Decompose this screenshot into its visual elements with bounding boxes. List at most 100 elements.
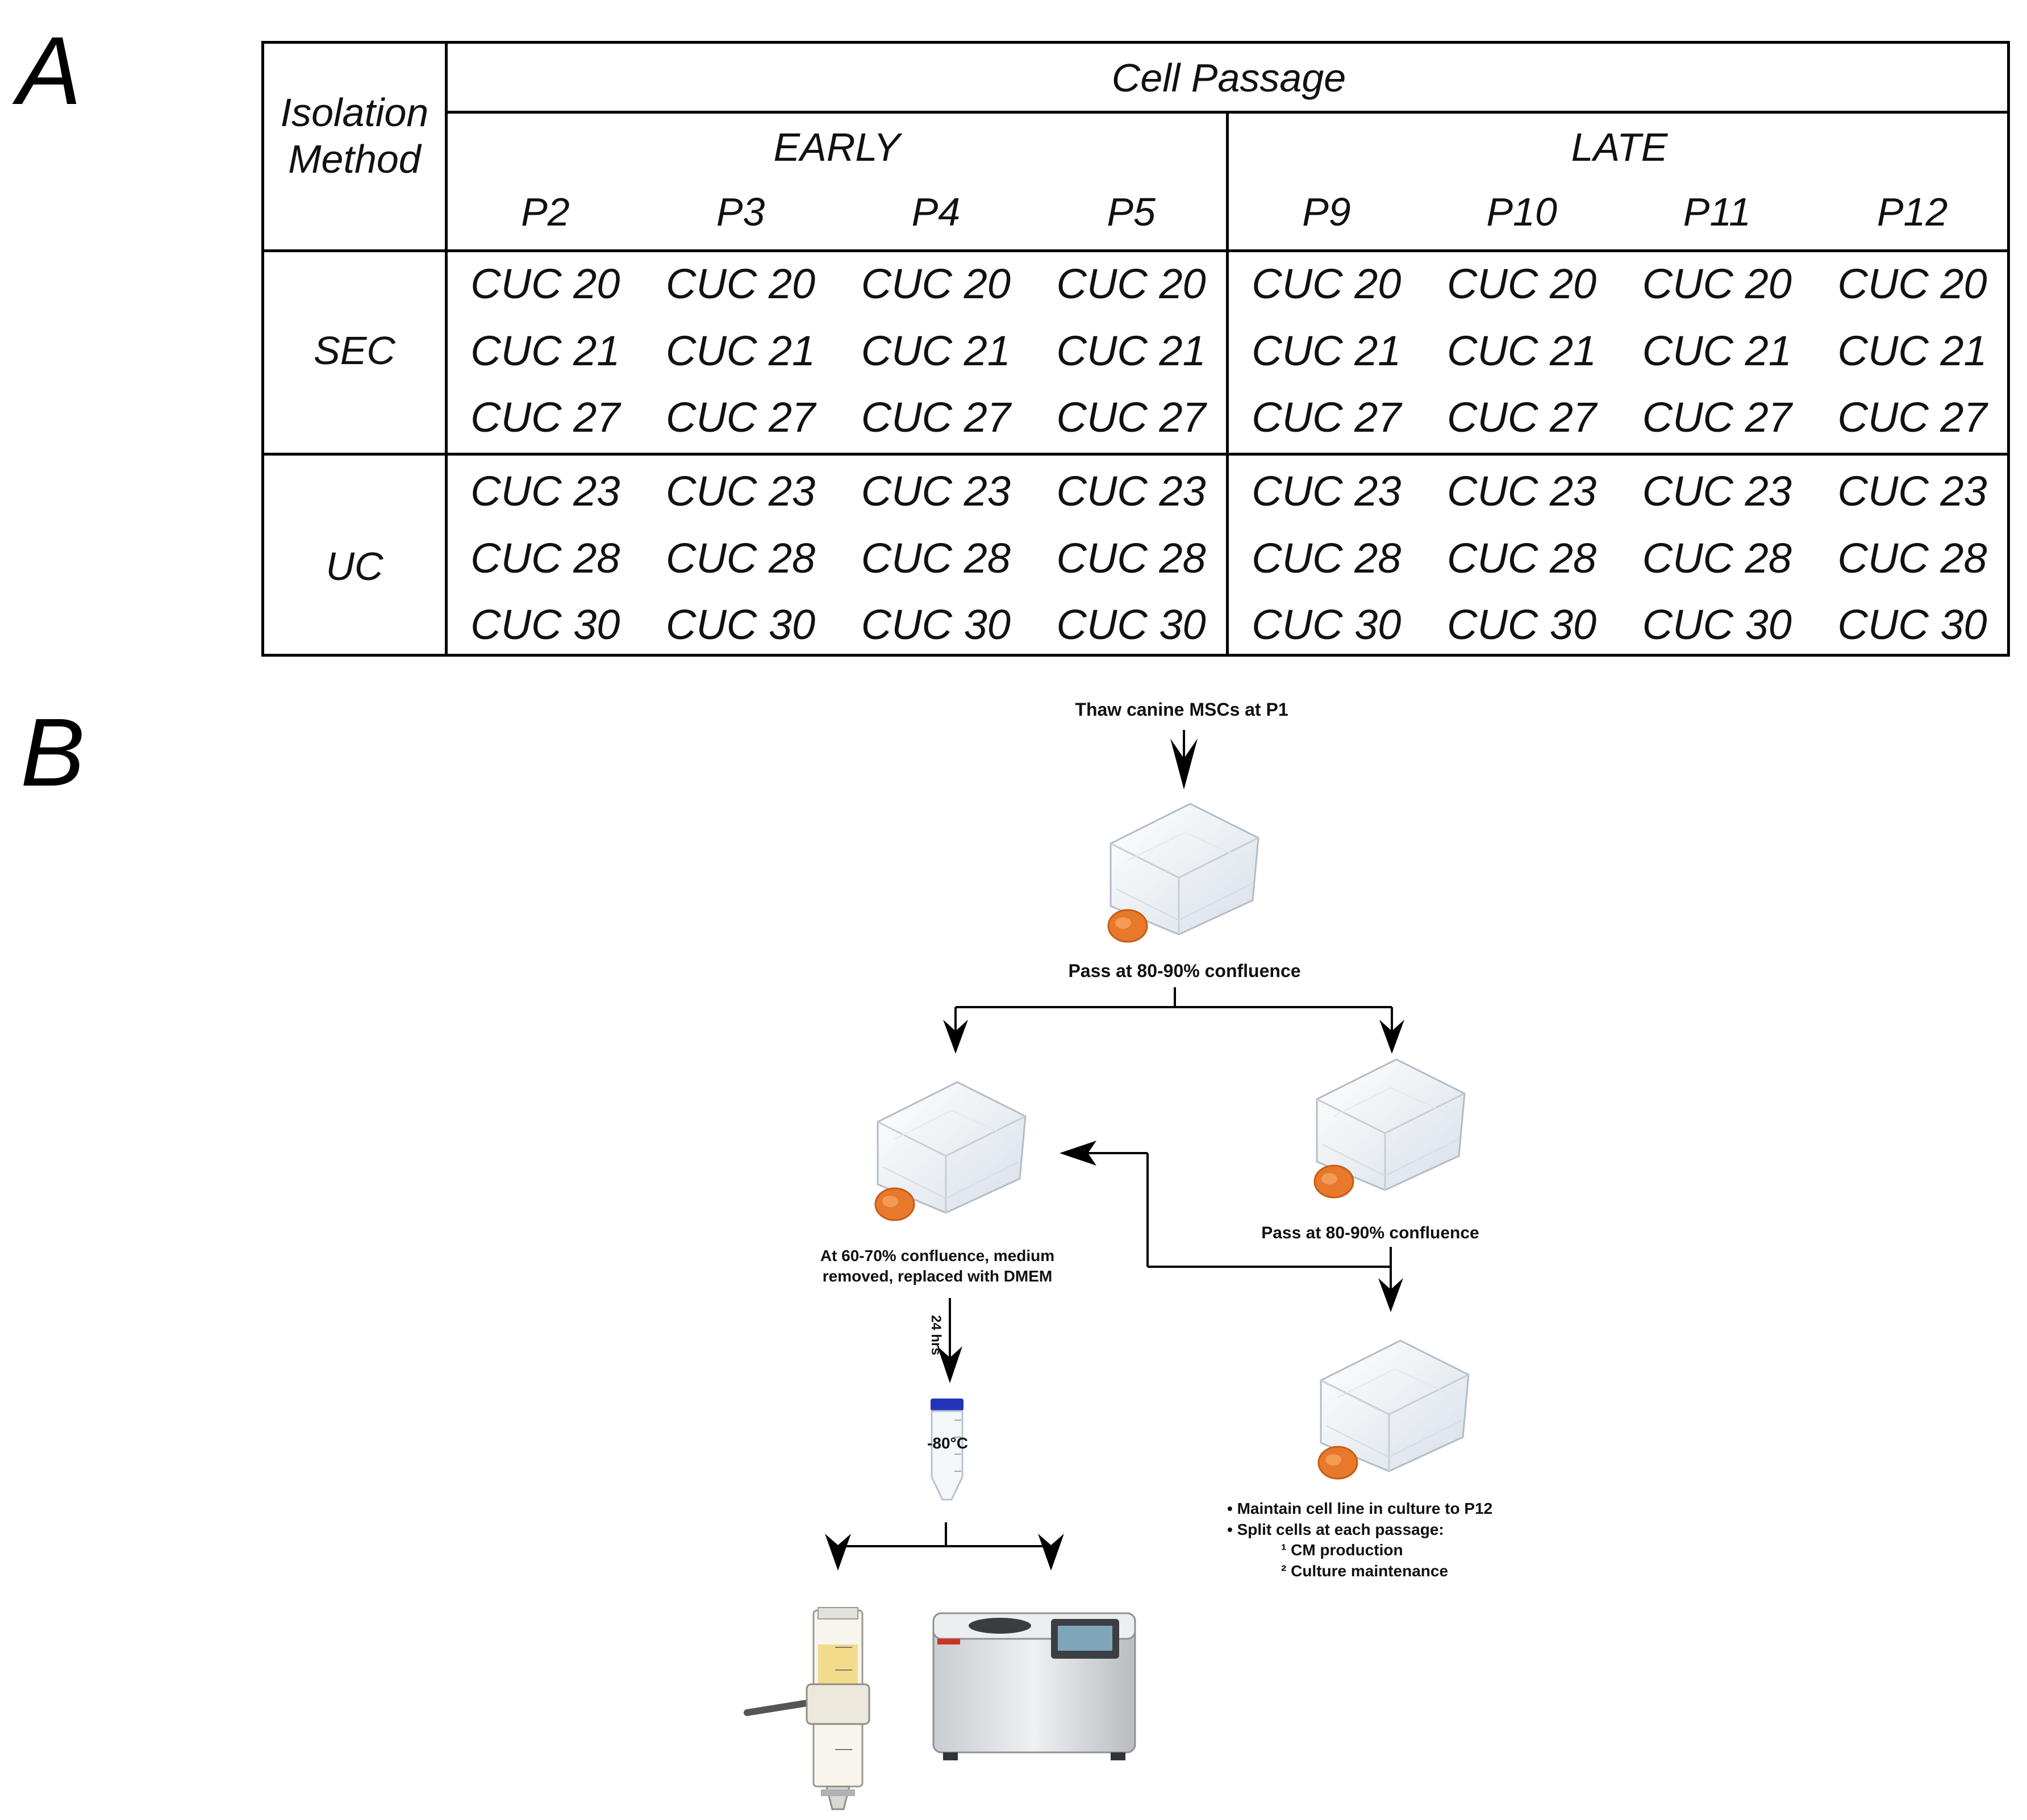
cell-line-id: CUC 28 [1642,534,1792,582]
panel-b-label: B [20,699,85,807]
cell-line-id: CUC 20 [1252,260,1402,307]
cell-line-id: CUC 21 [470,327,620,374]
cm-step-line-2: removed, replaced with DMEM [823,1267,1053,1285]
cell-line-id: CUC 21 [1447,327,1597,374]
cell-line-id: CUC 23 [1642,467,1792,515]
arrowhead [825,1534,851,1571]
table-cell: CUC 23 CUC 28 CUC 30 [1033,467,1229,649]
arrowhead [1038,1534,1064,1571]
cell-line-id: CUC 21 [1837,327,1987,374]
culture-flask-icon [1317,1339,1470,1480]
cell-line-id: CUC 20 [1837,260,1987,307]
cell-line-id: CUC 27 [861,394,1011,441]
pass-label-1: Pass at 80-90% confluence [1068,961,1300,981]
arrowhead [937,1346,962,1383]
freeze-temperature-label: -80°C [927,1434,968,1452]
table-cell: CUC 23 CUC 28 CUC 30 [839,467,1034,649]
pass-label-2: Pass at 80-90% confluence [1261,1224,1479,1242]
cell-line-id: CUC 21 [1642,327,1792,374]
group-header-late: LATE [1571,125,1668,169]
maintain-note-2: • Split cells at each passage: [1227,1521,1444,1538]
table-cell: CUC 20 CUC 21 CUC 27 [1033,260,1229,441]
table-cell: CUC 20 CUC 21 CUC 27 [448,260,643,441]
cell-line-id: CUC 20 [1642,260,1792,307]
cell-line-id: CUC 20 [1056,260,1206,307]
table-divider [445,44,448,657]
cell-line-id: CUC 27 [1642,394,1792,441]
cell-line-id: CUC 28 [1056,534,1206,582]
cell-line-id: CUC 23 [470,467,620,515]
cell-line-id: CUC 27 [666,394,816,441]
table-divider [264,249,2010,252]
cell-line-id: CUC 21 [861,327,1011,374]
passage-header: P9 [1302,190,1351,234]
cell-line-id: CUC 28 [666,534,816,582]
cell-line-id: CUC 21 [1252,327,1402,374]
arrowhead [1170,738,1198,790]
maintain-note-1: • Maintain cell line in culture to P12 [1227,1500,1492,1517]
maintain-note-4: ² Culture maintenance [1281,1562,1448,1580]
concentrator-machine-icon [932,1612,1136,1760]
arrowhead [1378,1278,1403,1312]
cell-line-id: CUC 28 [861,534,1011,582]
table-cell: CUC 20 CUC 21 CUC 27 [1620,260,1815,441]
cell-passage-header: Cell Passage [1111,56,1346,100]
passage-header: P5 [1107,190,1156,234]
cell-line-id: CUC 23 [1837,467,1987,515]
cell-line-id: CUC 23 [666,467,816,515]
table-divider [1226,111,1229,657]
arrowhead [1060,1141,1096,1166]
cell-line-id: CUC 30 [666,601,816,648]
table-cell: CUC 23 CUC 28 CUC 30 [448,467,643,649]
cell-line-id: CUC 28 [1447,534,1597,582]
cell-line-id: CUC 20 [470,260,620,307]
panel-a-label: A [17,17,82,125]
passage-header: P3 [716,190,765,234]
cell-line-id: CUC 30 [1642,601,1792,648]
cell-line-id: CUC 30 [1252,601,1402,648]
table-cell: CUC 23 CUC 28 CUC 30 [1620,467,1815,649]
cell-line-id: CUC 28 [1252,534,1402,582]
passage-header: P2 [521,190,570,234]
culture-flask-icon [1313,1058,1466,1199]
cell-line-id: CUC 30 [861,601,1011,648]
passage-header: P10 [1486,190,1557,234]
header-line: Method [288,137,421,181]
cell-line-id: CUC 20 [666,260,816,307]
table-divider [264,453,2010,456]
method-uc: UC [326,544,383,588]
table-cell: CUC 23 CUC 28 CUC 30 [643,467,839,649]
cell-line-id: CUC 21 [1056,327,1206,374]
isolation-method-header: Isolation Method [264,89,445,182]
cell-line-id: CUC 30 [1056,601,1206,648]
cell-line-id: CUC 27 [1056,394,1206,441]
cell-line-id: CUC 23 [861,467,1011,515]
conical-tube-icon [931,1399,964,1501]
maintain-note-3: ¹ CM production [1281,1541,1403,1559]
cm-step-line-1: At 60-70% confluence, medium [820,1247,1054,1264]
culture-flask-icon [1107,803,1259,943]
arrowhead [943,1020,968,1054]
passage-header: P12 [1876,190,1948,234]
cell-line-id: CUC 28 [470,534,620,582]
passage-table: Isolation Method Cell Passage EARLY LATE… [261,41,2010,657]
cell-line-id: CUC 27 [1447,394,1597,441]
cell-line-id: CUC 21 [666,327,816,374]
cell-line-id: CUC 27 [470,394,620,441]
passage-header: P11 [1683,190,1751,234]
cell-line-id: CUC 23 [1056,467,1206,515]
method-sec: SEC [314,328,395,373]
cell-line-id: CUC 30 [1447,601,1597,648]
centrifugal-filter-icon [744,1607,870,1810]
cell-line-id: CUC 30 [470,601,620,648]
incubation-time-label: 24 hrs [928,1315,944,1355]
header-line: Isolation [280,90,429,135]
